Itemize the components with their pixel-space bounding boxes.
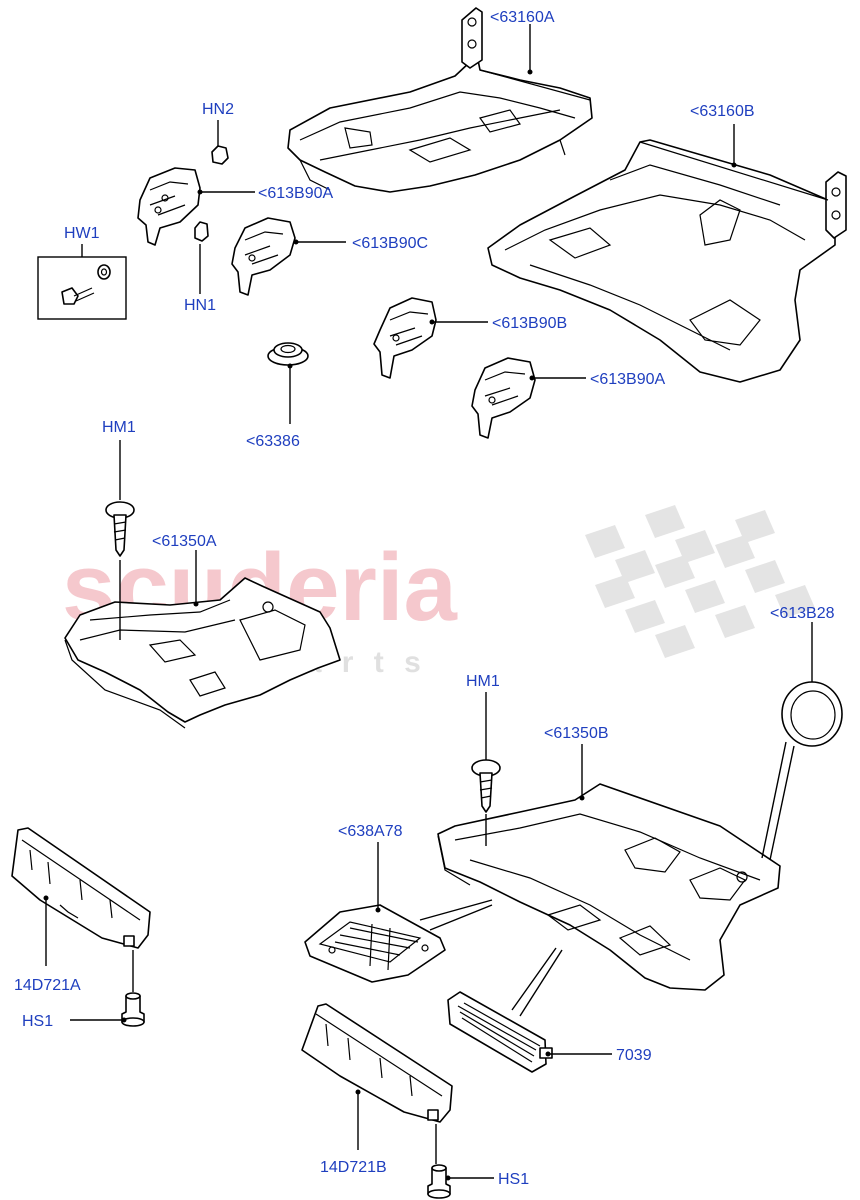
watermark-checker <box>585 505 815 658</box>
label-61350B: <61350B <box>544 725 609 742</box>
label-HW1: HW1 <box>64 225 100 242</box>
label-613B90B: <613B90B <box>492 315 567 332</box>
part-HS1-screw-right <box>427 1164 451 1199</box>
part-HM1-push-pin-left <box>105 501 135 557</box>
label-613B90A-top: <613B90A <box>258 185 334 202</box>
label-HM1-left: HM1 <box>102 419 136 436</box>
label-14D721A: 14D721A <box>14 977 81 994</box>
part-HS1-screw-left <box>121 992 145 1027</box>
part-613B90C-hinge <box>231 217 296 296</box>
part-63160A-seat-pan <box>287 7 593 193</box>
label-613B90C: <613B90C <box>352 235 428 252</box>
label-14D721B: 14D721B <box>320 1159 387 1176</box>
part-63160B-seat-pan <box>487 139 847 383</box>
part-61350B-undertray <box>437 783 781 991</box>
part-HN2-nut <box>211 145 229 165</box>
label-613B90A-lower: <613B90A <box>590 371 666 388</box>
label-638A78: <638A78 <box>338 823 403 840</box>
label-HS1-left: HS1 <box>22 1013 53 1030</box>
part-HM1-push-pin-right <box>471 759 501 813</box>
label-613B28: <613B28 <box>770 605 835 622</box>
part-613B90B-hinge <box>373 297 437 379</box>
hw1-callout-box <box>37 256 127 320</box>
label-HN2: HN2 <box>202 101 234 118</box>
label-61350A: <61350A <box>152 533 217 550</box>
part-613B28-grommet-ring <box>781 681 843 747</box>
label-63386: <63386 <box>246 433 300 450</box>
part-14D721A-trim-panel <box>11 827 151 949</box>
label-HS1-right: HS1 <box>498 1171 529 1188</box>
label-HN1: HN1 <box>184 297 216 314</box>
part-638A78-grille <box>304 904 446 983</box>
label-7039: 7039 <box>616 1047 652 1064</box>
part-63386-grommet <box>267 342 309 366</box>
label-63160A: <63160A <box>490 9 555 26</box>
label-63160B: <63160B <box>690 103 755 120</box>
part-HN1-nut <box>194 221 209 242</box>
part-613B90A-hinge-top <box>137 167 201 246</box>
part-14D721B-trim-panel <box>301 1003 453 1123</box>
part-7039-vent <box>447 991 553 1073</box>
label-HM1-right: HM1 <box>466 673 500 690</box>
leader-lines <box>45 24 813 1179</box>
part-613B90A-hinge-lower <box>471 357 536 439</box>
callout-labels: <63160A <63160B HN2 <613B90A <613B90C HW… <box>14 9 835 1188</box>
part-HW1-bolt-washer <box>37 256 127 320</box>
leader-dots <box>43 69 737 1181</box>
part-61350A-undertray <box>64 577 341 729</box>
